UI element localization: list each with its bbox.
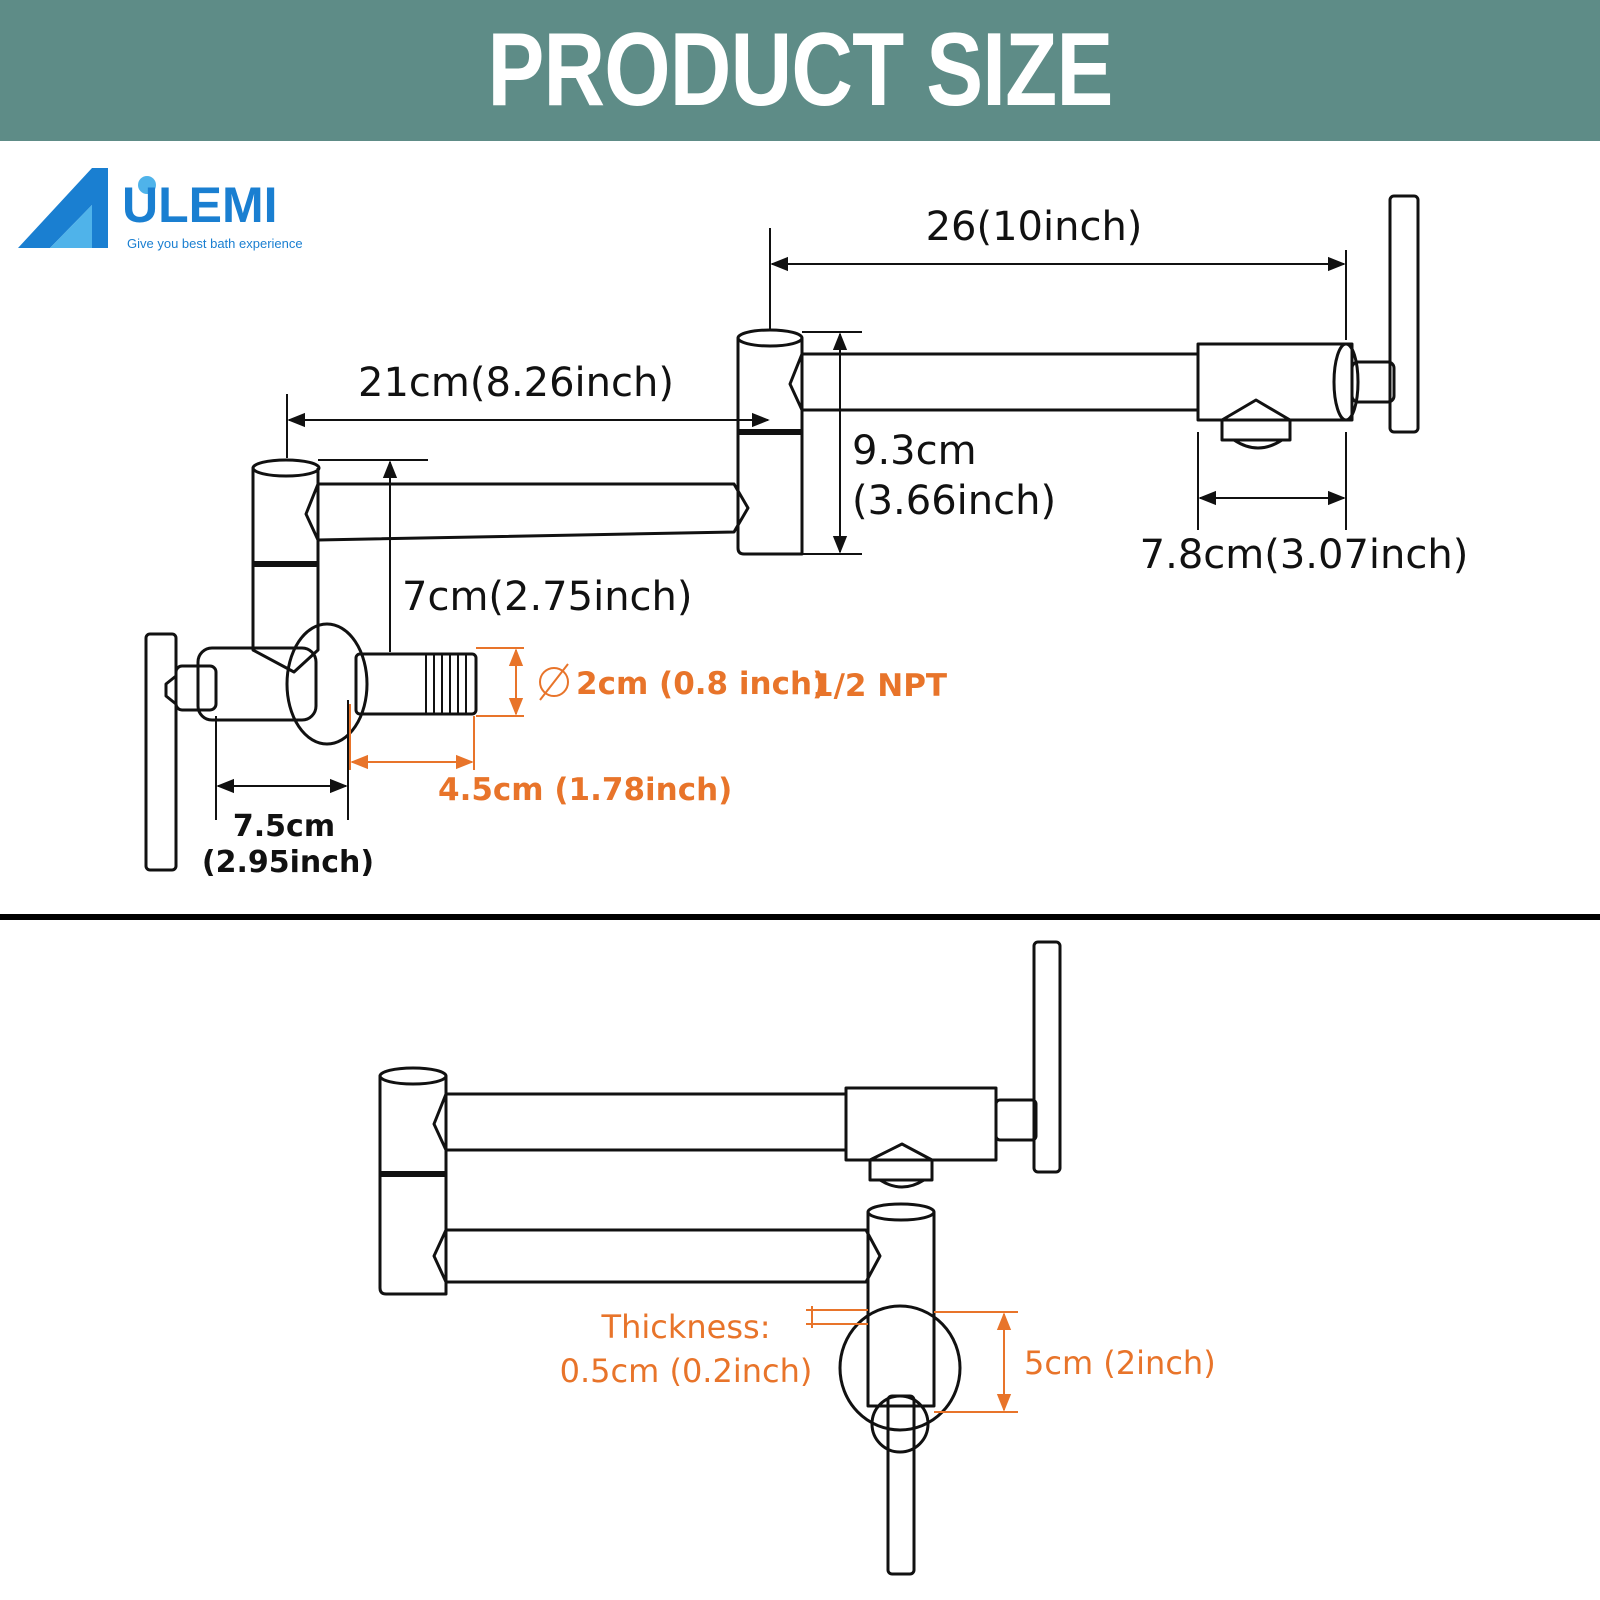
thread-length-label: 4.5cm (1.78inch) [438,772,732,808]
arm-length-label: 21cm(8.26inch) [358,360,674,406]
logo-wordmark: ULEMI [122,177,278,233]
joint-height-cm-label: 9.3cm [852,428,977,474]
brand-logo: ULEMI Give you best bath experience [18,168,303,251]
spout-width-label: 7.8cm(3.07inch) [1140,532,1469,578]
base-length-in-label: (2.95inch) [202,845,374,880]
dimension-lines-bottom [806,1306,1018,1413]
logo-tagline: Give you best bath experience [127,236,303,251]
dimension-lines-accent [349,647,569,770]
thickness-value: 0.5cm (0.2inch) [560,1352,813,1390]
faucet-side-view [144,194,1420,872]
faucet-folded-view [378,940,1062,1576]
section-divider [0,914,1600,920]
joint-height-in-label: (3.66inch) [852,478,1056,524]
dimension-lines-top [215,228,1347,820]
thickness-label: Thickness: [601,1308,771,1346]
thread-spec-label: 1/2 NPT [812,668,947,704]
diameter-label: 2cm (0.8 inch) [576,666,826,702]
page-title: PRODUCT SIZE [487,12,1113,128]
base-length-cm-label: 7.5cm [233,809,335,844]
extended-length-label: 26(10inch) [926,204,1143,250]
arm-height-label: 7cm(2.75inch) [402,574,693,620]
header-banner: PRODUCT SIZE [0,0,1600,141]
flange-height-label: 5cm (2inch) [1024,1344,1216,1382]
